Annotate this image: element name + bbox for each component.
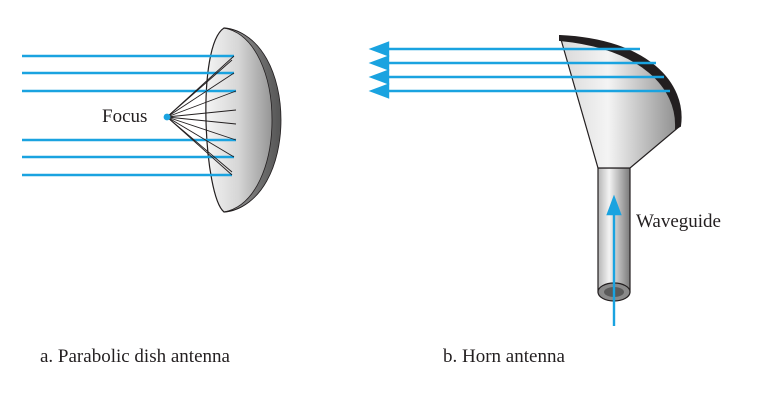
reflected-line (166, 116, 233, 173)
waveguide-label: Waveguide (636, 211, 721, 232)
arrowhead (368, 55, 390, 71)
horn-flare (559, 35, 681, 169)
outgoing-rays (368, 41, 670, 99)
reflected-line (166, 59, 233, 118)
focus-label: Focus (102, 106, 148, 127)
waveguide-arrow (606, 194, 622, 326)
arrowhead (606, 194, 622, 216)
horn-antenna (368, 34, 682, 326)
parabolic-dish-antenna (22, 27, 282, 213)
reflected-line (166, 116, 237, 125)
reflected-line (166, 72, 235, 118)
incoming-rays (22, 54, 236, 177)
caption-horn: b. Horn antenna (443, 346, 565, 367)
reflected-line (166, 109, 237, 118)
arrowhead (368, 41, 390, 57)
arrowhead (368, 83, 390, 99)
arrowhead (368, 69, 390, 85)
focus-point (163, 113, 171, 121)
reflected-rays (166, 55, 237, 176)
reflected-line (166, 90, 237, 118)
horn-aperture (559, 34, 682, 130)
caption-parabolic-dish: a. Parabolic dish antenna (40, 346, 230, 367)
reflected-line (166, 116, 235, 158)
dish-rim (223, 27, 282, 213)
reflected-line (166, 116, 237, 141)
